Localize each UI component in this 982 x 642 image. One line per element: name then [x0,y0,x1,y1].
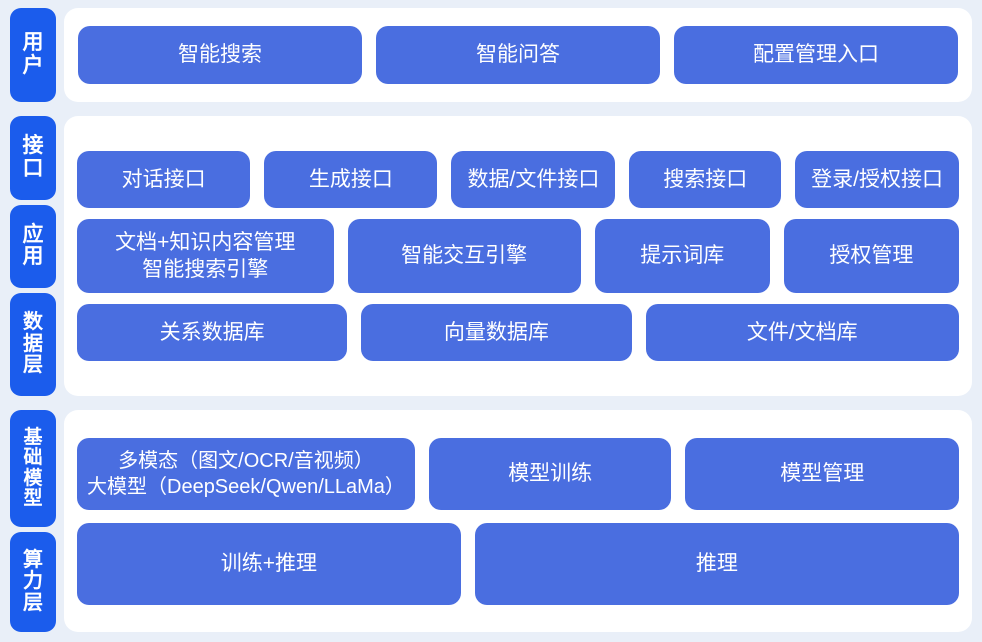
node-smart-qa[interactable]: 智能问答 [376,26,660,84]
foundation-card: 多模态（图文/OCR/音视频） 大模型（DeepSeek/Qwen/LLaMa）… [64,410,972,632]
label-foundation-model: 基础模型 [10,410,56,528]
middle-band-labels: 接口 应用 数据层 [10,116,56,396]
user-band: 用户 智能搜索 智能问答 配置管理入口 [10,8,972,102]
node-doc-knowledge-management[interactable]: 文档+知识内容管理 智能搜索引擎 [77,219,334,293]
label-user: 用户 [10,8,56,102]
label-interface-text: 接口 [22,134,44,180]
node-file-document-store[interactable]: 文件/文档库 [645,304,960,361]
node-search-interface[interactable]: 搜索接口 [629,151,782,208]
label-interface: 接口 [10,116,56,200]
label-user-text: 用户 [22,31,44,77]
compute-row: 训练+推理 推理 [77,522,959,605]
middle-card: 对话接口 生成接口 数据/文件接口 搜索接口 登录/授权接口 文档+知识内容管理… [64,116,972,396]
middle-band: 接口 应用 数据层 对话接口 生成接口 数据/文件接口 搜索接口 登录/授权接口… [10,116,972,396]
label-data-layer: 数据层 [10,293,56,396]
interface-row: 对话接口 生成接口 数据/文件接口 搜索接口 登录/授权接口 [77,151,960,208]
node-generation-interface[interactable]: 生成接口 [264,151,438,208]
label-application: 应用 [10,204,56,289]
label-compute-layer-text: 算力层 [23,548,43,614]
node-inference[interactable]: 推理 [474,522,959,605]
node-login-auth-interface[interactable]: 登录/授权接口 [795,151,960,208]
node-prompt-library[interactable]: 提示词库 [594,219,770,293]
model-row: 多模态（图文/OCR/音视频） 大模型（DeepSeek/Qwen/LLaMa）… [77,437,959,510]
node-multimodal-large-model[interactable]: 多模态（图文/OCR/音视频） 大模型（DeepSeek/Qwen/LLaMa） [77,437,415,510]
node-authorization-management[interactable]: 授权管理 [783,219,959,293]
label-application-text: 应用 [22,222,44,269]
node-dialog-interface[interactable]: 对话接口 [77,151,251,208]
user-row: 智能搜索 智能问答 配置管理入口 [78,26,958,84]
node-relational-database[interactable]: 关系数据库 [77,304,348,361]
label-compute-layer: 算力层 [10,532,56,632]
user-band-labels: 用户 [10,8,56,102]
node-smart-interaction-engine[interactable]: 智能交互引擎 [347,219,581,293]
node-vector-database[interactable]: 向量数据库 [361,304,632,361]
node-data-file-interface[interactable]: 数据/文件接口 [451,151,616,208]
node-model-training[interactable]: 模型训练 [428,437,672,510]
user-card: 智能搜索 智能问答 配置管理入口 [64,8,972,102]
application-row: 文档+知识内容管理 智能搜索引擎 智能交互引擎 提示词库 授权管理 [77,219,959,293]
foundation-band: 基础模型 算力层 多模态（图文/OCR/音视频） 大模型（DeepSeek/Qw… [10,410,972,632]
node-smart-search[interactable]: 智能搜索 [78,26,362,84]
node-training-plus-inference[interactable]: 训练+推理 [77,522,461,605]
foundation-band-labels: 基础模型 算力层 [10,410,56,632]
label-foundation-model-text: 基础模型 [23,426,43,510]
node-model-management[interactable]: 模型管理 [685,437,959,510]
label-data-layer-text: 数据层 [23,311,43,377]
node-config-management-entry[interactable]: 配置管理入口 [674,26,958,84]
data-row: 关系数据库 向量数据库 文件/文档库 [77,304,960,361]
